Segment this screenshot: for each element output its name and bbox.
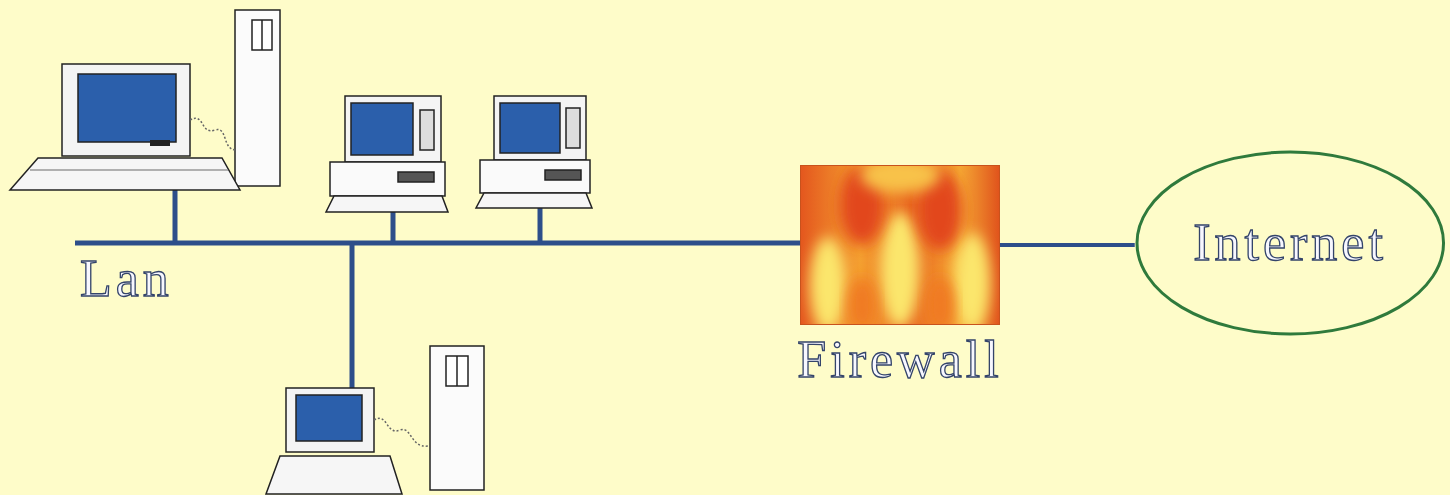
network-label: Lan — [80, 250, 173, 307]
keyboard — [10, 158, 240, 190]
keyboard — [326, 196, 448, 212]
bus-line — [75, 241, 800, 246]
drive-bay-line — [456, 356, 458, 386]
monitor-screen — [351, 103, 413, 155]
workstation-icon — [10, 10, 280, 190]
keyboard — [266, 456, 402, 494]
network-link — [1000, 243, 1135, 247]
tower-case — [430, 346, 484, 490]
bus-stub — [538, 207, 543, 243]
monitor-body — [62, 64, 190, 156]
desktop-icon — [476, 96, 592, 208]
flame — [954, 233, 990, 325]
bus-stub — [350, 243, 355, 388]
cable — [374, 418, 428, 446]
desktop-icon — [326, 96, 448, 212]
keyboard-line — [30, 169, 228, 171]
monitor-screen — [296, 395, 362, 441]
node-heading: Firewall — [792, 331, 1007, 388]
keyboard — [476, 193, 592, 208]
bus-stub — [391, 212, 396, 243]
drive-slot — [545, 170, 581, 180]
cable — [190, 118, 236, 150]
fire-texture — [800, 165, 1000, 325]
firewall-border — [800, 166, 999, 325]
drive-bay — [446, 356, 468, 386]
drive-bay-line — [261, 20, 263, 50]
flame — [860, 165, 940, 193]
flame — [880, 212, 920, 325]
tower-case — [235, 10, 280, 186]
monitor-screen — [500, 103, 560, 153]
workstation-icon — [266, 346, 484, 494]
monitor-panel — [420, 110, 434, 150]
bus-stub — [173, 188, 178, 243]
drive-bay — [252, 20, 272, 50]
firewall-graphic — [800, 165, 1000, 325]
drive-slot — [398, 172, 434, 182]
ellipse-border — [1137, 152, 1444, 334]
monitor-body — [286, 388, 374, 452]
flame — [848, 277, 876, 325]
monitor-screen — [78, 74, 176, 142]
desktop-case — [330, 162, 445, 196]
cloud-ellipse: Internet — [1135, 150, 1446, 336]
node-text: Internet — [1193, 214, 1387, 271]
flame — [810, 237, 846, 325]
monitor-panel — [566, 108, 580, 148]
monitor-body — [345, 96, 441, 162]
firewall-box: Firewall — [792, 165, 1007, 388]
desktop-case — [480, 160, 590, 193]
monitor-button — [150, 140, 170, 146]
flame — [926, 277, 954, 325]
monitor-body — [494, 96, 586, 160]
